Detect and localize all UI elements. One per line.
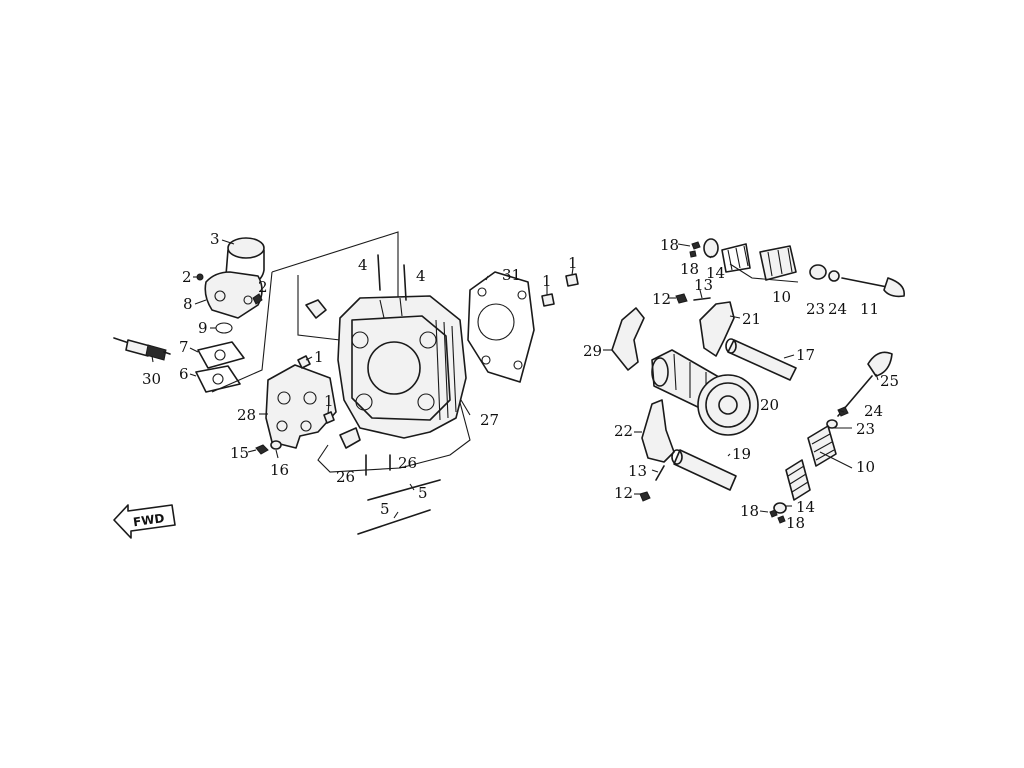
callout-18: 18: [740, 502, 759, 520]
callout-13: 13: [694, 276, 713, 294]
part-valve-seal: [809, 264, 827, 280]
callout-31: 31: [502, 266, 521, 284]
callout-26: 26: [336, 468, 355, 486]
part-rocker-arm: [699, 301, 735, 357]
forward-direction-arrow: FWD: [113, 504, 176, 539]
part-adjust-screw: [655, 465, 665, 481]
callout-1: 1: [542, 272, 552, 290]
callout-1: 1: [568, 254, 578, 272]
part-long-stud: [357, 509, 431, 535]
callout-18: 18: [680, 260, 699, 278]
part-valve-cotter: [689, 250, 697, 258]
callout-5: 5: [418, 484, 428, 502]
part-rocker-shaft: [673, 449, 737, 491]
callout-8: 8: [183, 295, 193, 313]
callout-15: 15: [230, 444, 249, 462]
part-intake-valve: [841, 277, 905, 298]
callout-28: 28: [237, 406, 256, 424]
callout-27: 27: [480, 411, 499, 429]
part-valve-spring: [785, 425, 837, 501]
callout-leader-lines: [151, 239, 879, 519]
callout-12: 12: [614, 484, 633, 502]
callout-23: 23: [806, 300, 825, 318]
callout-6: 6: [179, 365, 189, 383]
callout-4: 4: [358, 256, 368, 274]
part-valve-cotter: [769, 509, 778, 518]
part-stud: [377, 254, 381, 291]
callout-11: 11: [860, 300, 879, 318]
part-dowel-pin: [565, 273, 579, 287]
callout-22: 22: [614, 422, 633, 440]
part-cam-sprocket: [697, 374, 759, 436]
callout-1: 1: [324, 392, 334, 410]
callout-10: 10: [856, 458, 875, 476]
part-head-fitting: [305, 299, 327, 319]
callout-23: 23: [856, 420, 875, 438]
callout-14: 14: [706, 264, 725, 282]
part-rocker-shaft: [725, 338, 797, 381]
part-adjust-nut: [639, 491, 651, 502]
callout-10: 10: [772, 288, 791, 306]
part-intake-manifold: [204, 237, 265, 319]
callout-2: 2: [182, 268, 192, 286]
part-dowel-pin: [541, 293, 555, 307]
forward-direction-label: FWD: [132, 511, 165, 529]
callout-9: 9: [198, 319, 208, 337]
callout-30: 30: [142, 370, 161, 388]
part-o-ring: [215, 322, 233, 334]
callout-16: 16: [270, 461, 289, 479]
part-spark-plug: [113, 337, 171, 361]
part-manifold-gasket: [195, 341, 245, 393]
part-head-gasket: [467, 271, 535, 383]
part-camshaft-holder: [265, 364, 337, 449]
part-valve-cotter: [777, 515, 786, 524]
callout-4: 4: [416, 267, 426, 285]
callout-29: 29: [583, 342, 602, 360]
callout-13: 13: [628, 462, 647, 480]
callout-18: 18: [786, 514, 805, 532]
callout-14: 14: [796, 498, 815, 516]
part-rocker-arm: [611, 307, 645, 371]
callout-17: 17: [796, 346, 815, 364]
callout-labels: 3 2 2 8 9 7 6 30 4 4 1 1 1 1 28 15 16 26…: [142, 230, 899, 532]
part-cylinder-head: [337, 295, 467, 449]
callout-20: 20: [760, 396, 779, 414]
callout-18: 18: [660, 236, 679, 254]
part-rocker-shaft-end: [671, 449, 683, 465]
callout-19: 19: [732, 445, 751, 463]
part-adjust-screw: [693, 297, 711, 301]
callout-2: 2: [258, 278, 268, 296]
callout-12: 12: [652, 290, 671, 308]
part-dowel-pin: [323, 411, 335, 424]
part-nut: [255, 444, 269, 455]
callout-7: 7: [179, 338, 189, 356]
part-adjust-nut: [675, 293, 688, 304]
part-spring-retainer: [773, 502, 787, 514]
callout-3: 3: [210, 230, 220, 248]
callout-25: 25: [880, 372, 899, 390]
callout-24: 24: [864, 402, 883, 420]
callout-24: 24: [828, 300, 847, 318]
part-valve-washer: [826, 419, 838, 429]
callout-1: 1: [314, 348, 324, 366]
part-valve-washer: [828, 270, 840, 282]
part-washer: [270, 440, 282, 450]
callout-21: 21: [742, 310, 761, 328]
part-rocker-arm: [641, 399, 675, 463]
part-valve-cotter: [691, 241, 701, 250]
callout-5: 5: [380, 500, 390, 518]
part-long-stud: [367, 479, 441, 501]
callout-26: 26: [398, 454, 417, 472]
part-stud: [403, 264, 407, 301]
